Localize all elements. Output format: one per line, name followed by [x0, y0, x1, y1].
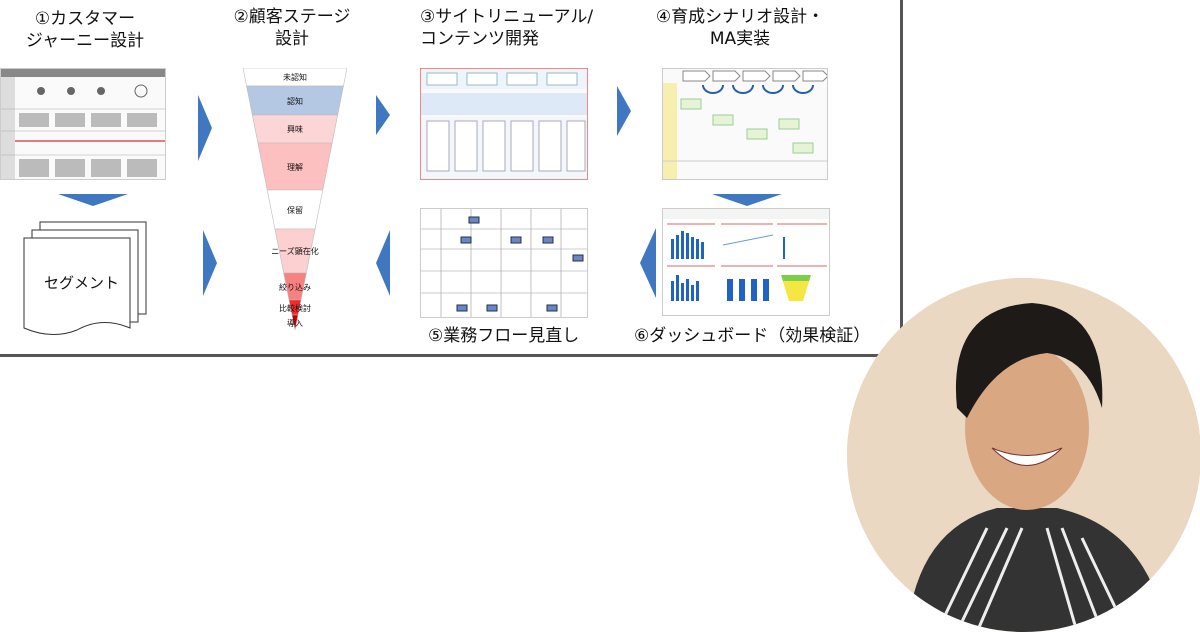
- journey-map-thumbnail: [0, 68, 166, 180]
- step1-title: ①カスタマージャーニー設計: [25, 9, 145, 51]
- funnel-stage-label: ニーズ顕在化: [271, 247, 319, 256]
- funnel-stage-label: 認知: [287, 96, 303, 106]
- arrow-right-icon: [203, 230, 217, 296]
- person-portrait-photo: [847, 278, 1200, 632]
- funnel-stage-label: 未認知: [283, 73, 307, 82]
- nurturing-scenario-thumbnail: [662, 68, 828, 180]
- arrow-down-icon: [712, 194, 782, 206]
- dashboard-thumbnail: [662, 208, 830, 316]
- step5-title: ⑤業務フロー見直し: [428, 326, 580, 346]
- funnel-stage-label: 比較検討: [279, 303, 311, 313]
- site-renewal-thumbnail: [420, 68, 588, 180]
- funnel-stage-label: 導入: [287, 318, 303, 328]
- step3-title: ③サイトリニューアル/コンテンツ開発: [420, 7, 594, 49]
- arrow-left-icon: [640, 228, 656, 298]
- funnel-stage-label: 絞り込み: [279, 282, 311, 292]
- business-flow-thumbnail: [420, 208, 588, 318]
- funnel-stage-label: 保留: [287, 205, 303, 215]
- arrow-right-icon: [198, 95, 212, 161]
- step6-title: ⑥ダッシュボード（効果検証）: [634, 326, 871, 346]
- customer-stage-funnel: 未認知認知興味理解保留ニーズ顕在化絞り込み比較検討導入: [242, 67, 348, 331]
- funnel-stage-label: 理解: [287, 162, 303, 172]
- arrow-right-icon: [376, 95, 390, 135]
- arrow-right-icon: [617, 86, 631, 136]
- step4-title: ④育成シナリオ設計・MA実装: [655, 7, 825, 49]
- segment-documents-icon: セグメント: [22, 220, 152, 340]
- process-panel: ①カスタマージャーニー設計 ②顧客ステージ設計 ③サイトリニューアル/コンテンツ…: [0, 0, 903, 357]
- arrow-down-icon: [58, 194, 128, 206]
- arrow-left-icon: [376, 230, 390, 296]
- segment-label: セグメント: [44, 274, 120, 292]
- funnel-stage: [291, 314, 299, 331]
- funnel-stage-label: 興味: [287, 125, 303, 134]
- step2-title: ②顧客ステージ設計: [233, 7, 351, 49]
